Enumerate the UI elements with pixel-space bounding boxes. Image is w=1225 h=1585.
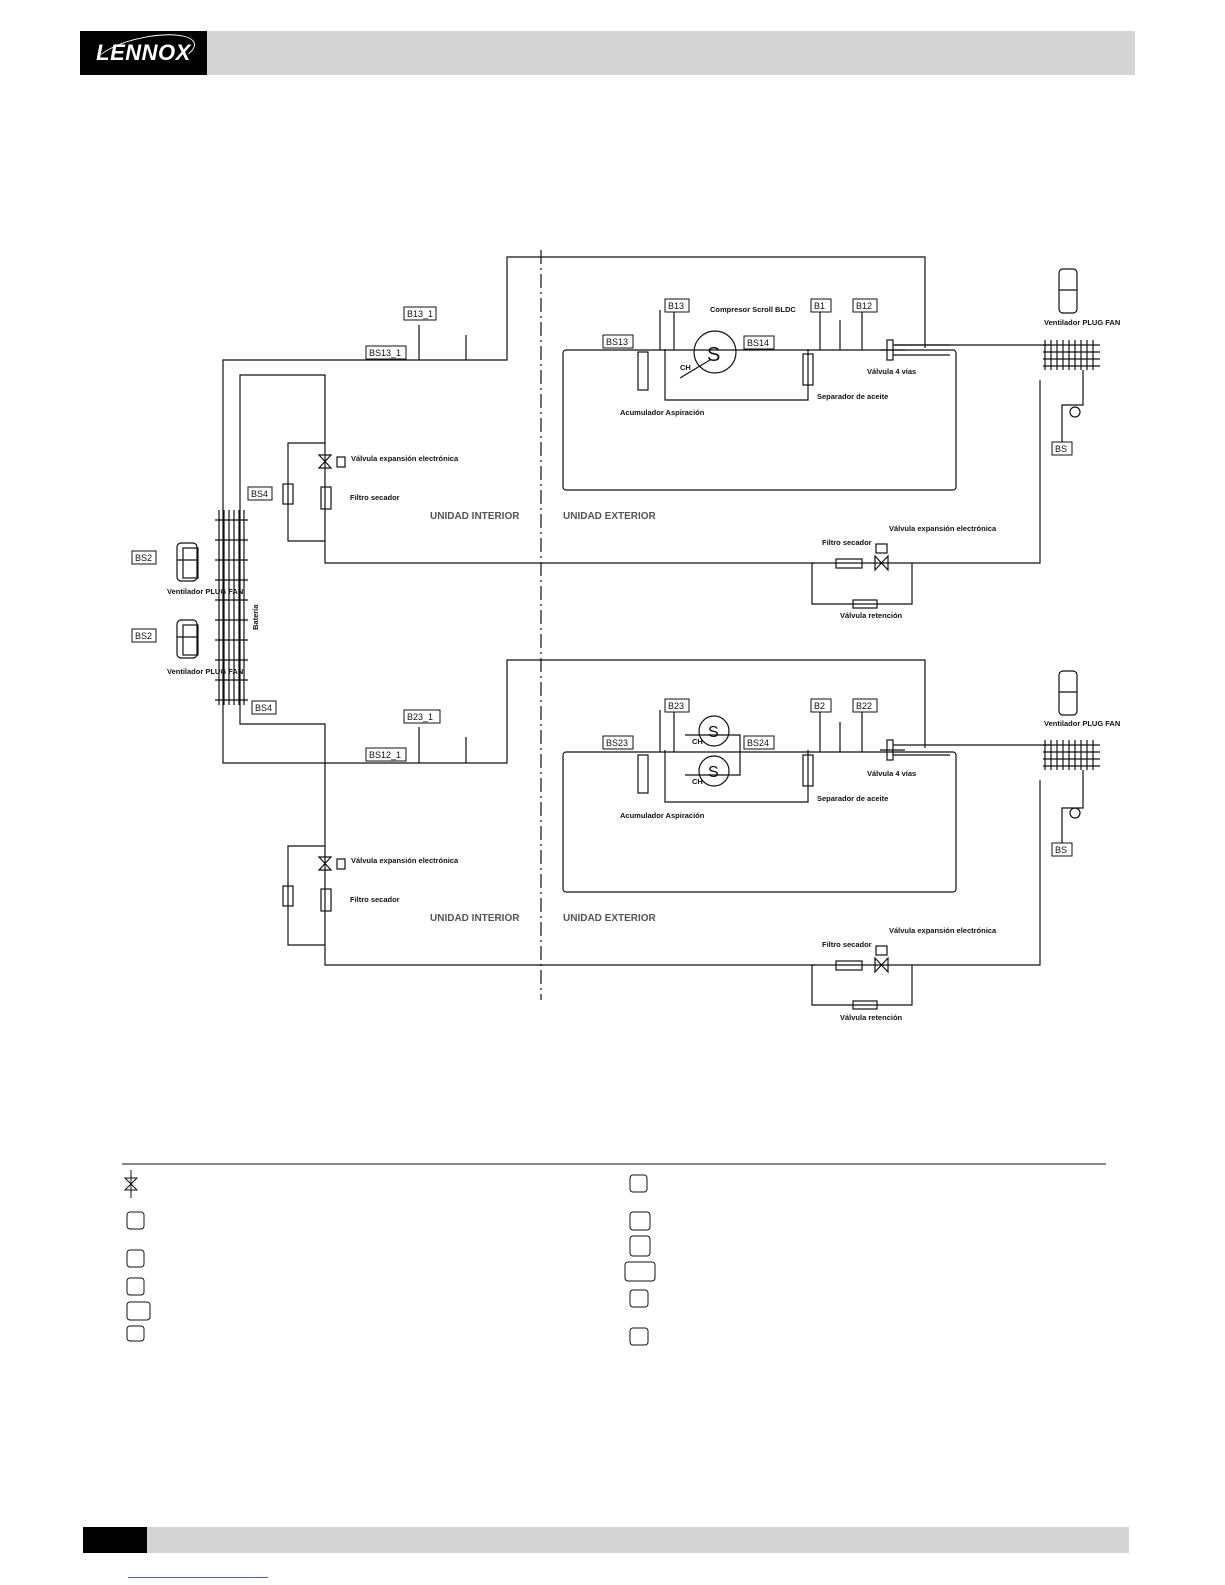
c2-indoor-bypass <box>287 845 325 946</box>
c2-4way-label: Válvula 4 vías <box>867 769 916 778</box>
c1-compressor-loop <box>664 349 809 401</box>
c2-bs-tag: BS <box>1055 845 1067 855</box>
c2-outdoor-eev-label: Válvula expansión electrónica <box>889 926 997 935</box>
c2-accumulator-label: Acumulador Aspiración <box>620 811 705 820</box>
c2-suction-line <box>222 659 926 764</box>
indoor-fan-1 <box>176 542 199 582</box>
c1-b13-1-tag: B13_1 <box>407 309 433 319</box>
c1-oil-separator-label: Separador de aceite <box>817 392 888 401</box>
logo-text: LENNOX <box>96 40 191 65</box>
c1-outdoor-eev <box>874 554 889 572</box>
c2-b23-tag: B23 <box>668 701 684 711</box>
c2-compressor-loop <box>664 750 809 803</box>
c2-outdoor-zone-label: UNIDAD EXTERIOR <box>563 913 657 924</box>
c2-outdoor-bypass <box>811 964 913 1006</box>
c1-indoor-check <box>282 483 294 505</box>
c1-outdoor-fan-label: Ventilador PLUG FAN <box>1044 318 1120 327</box>
c2-outdoor-filter <box>835 960 863 971</box>
indoor-fan-2 <box>176 619 199 659</box>
c2-outdoor-coil <box>1043 740 1100 770</box>
c2-indoor-check <box>282 885 294 907</box>
c1-indoor-eev <box>317 454 333 469</box>
c2-ch-label-1: CH <box>692 737 703 746</box>
c1-accumulator <box>637 351 649 391</box>
c2-outdoor-fan-label: Ventilador PLUG FAN <box>1044 719 1120 728</box>
c1-indoor-bypass <box>287 442 325 542</box>
c1-ch-label: CH <box>680 363 691 372</box>
c2-outdoor-box <box>562 751 957 893</box>
c2-bs24-tag: BS24 <box>747 738 769 748</box>
c2-b22-tag: B22 <box>856 701 872 711</box>
c1-b12-tag: B12 <box>856 301 872 311</box>
c1-suction-line <box>222 256 926 714</box>
indoor-fan-2-label: Ventilador PLUG FAN <box>167 667 243 676</box>
c1-outdoor-box <box>562 349 957 491</box>
c1-bs4-tag: BS4 <box>251 489 268 499</box>
c2-indoor-eev-label: Válvula expansión electrónica <box>351 856 459 865</box>
lennox-logo: LENNOX <box>80 26 207 82</box>
indoor-fan-1-label: Ventilador PLUG FAN <box>167 587 243 596</box>
c1-oil-separator <box>802 353 814 386</box>
c2-indoor-filter <box>320 888 332 912</box>
c1-compressor-symbol: S <box>707 344 720 366</box>
c1-outdoor-zone-label: UNIDAD EXTERIOR <box>563 511 657 522</box>
c1-indoor-filter <box>320 486 332 510</box>
c1-compressor <box>693 330 737 374</box>
c1-bs13-1-tag: BS13_1 <box>369 348 401 358</box>
c2-indoor-zone-label: UNIDAD INTERIOR <box>430 913 520 924</box>
c1-4way-label: Válvula 4 vías <box>867 367 916 376</box>
c1-bs-tag: BS <box>1055 444 1067 454</box>
header-bar <box>80 31 1135 75</box>
c2-compressor-symbol-2: S <box>708 764 719 781</box>
c1-indoor-eev-label: Válvula expansión electrónica <box>351 454 459 463</box>
c2-compressor-symbol-1: S <box>708 724 719 741</box>
c1-liquid-line <box>239 374 1041 714</box>
indoor-coil <box>215 510 248 705</box>
c1-outdoor-filter-label: Filtro secador <box>822 538 872 547</box>
c2-liquid-line <box>239 714 1041 966</box>
c2-compressor-1 <box>698 715 730 747</box>
legend <box>122 1163 1106 1346</box>
c1-outdoor-coil <box>1043 340 1100 370</box>
indoor-coil-label: Batería <box>251 604 260 630</box>
c1-accumulator-label: Acumulador Aspiración <box>620 408 705 417</box>
c2-outdoor-check <box>852 1000 878 1010</box>
footer-underline <box>128 1577 268 1578</box>
c1-indoor-filter-label: Filtro secador <box>350 493 400 502</box>
c2-bs12-1-tag: BS12_1 <box>369 750 401 760</box>
indoor-bs2-tag-1: BS2 <box>135 553 152 563</box>
c2-b2-tag: B2 <box>814 701 825 711</box>
c1-compressor-label: Compresor Scroll BLDC <box>710 305 796 314</box>
footer-bar <box>83 1527 1129 1553</box>
c2-ch-label-2: CH <box>692 777 703 786</box>
c1-bs13-tag: BS13 <box>606 337 628 347</box>
c1-outdoor-bypass <box>811 562 913 605</box>
c1-outdoor-eev-label: Válvula expansión electrónica <box>889 524 997 533</box>
c2-oil-separator <box>802 754 814 787</box>
c1-outdoor-check <box>852 599 878 609</box>
c1-b13-tag: B13 <box>668 301 684 311</box>
c2-check-valve-label: Válvula retención <box>840 1013 903 1022</box>
c1-b1-tag: B1 <box>814 301 825 311</box>
c2-accumulator <box>637 754 649 794</box>
c2-outdoor-eev <box>874 956 889 974</box>
c2-outdoor-filter-label: Filtro secador <box>822 940 872 949</box>
indoor-bs2-tag-2: BS2 <box>135 631 152 641</box>
c1-outdoor-filter <box>835 558 863 569</box>
outdoor-fan-1 <box>1058 268 1078 314</box>
c2-indoor-eev <box>317 856 333 871</box>
c1-indoor-zone-label: UNIDAD INTERIOR <box>430 511 520 522</box>
c2-indoor-filter-label: Filtro secador <box>350 895 400 904</box>
c1-bs4-tag-2: BS4 <box>255 703 272 713</box>
c1-bs14-tag: BS14 <box>747 338 769 348</box>
c2-b23-1-tag: B23_1 <box>407 712 433 722</box>
footer-page-block <box>83 1527 147 1553</box>
outdoor-fan-2 <box>1058 670 1078 716</box>
c1-check-valve-label: Válvula retención <box>840 611 903 620</box>
c2-compressor-2 <box>698 755 730 787</box>
c2-bs23-tag: BS23 <box>606 738 628 748</box>
c2-oil-separator-label: Separador de aceite <box>817 794 888 803</box>
